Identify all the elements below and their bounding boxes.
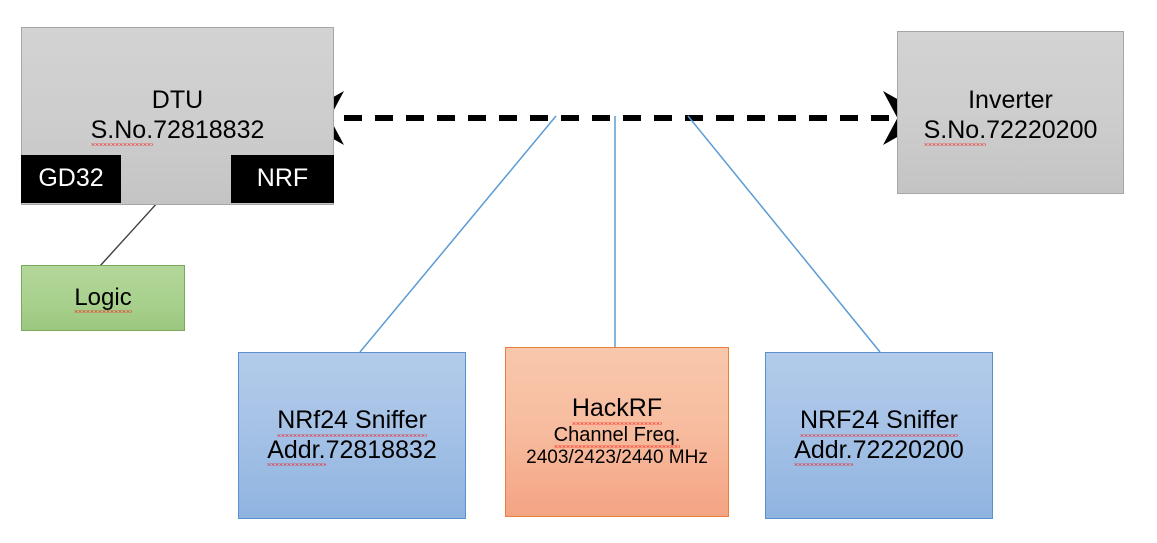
hackrf-channel-label: Channel Freq. <box>553 423 681 448</box>
node-logic[interactable]: Logic <box>21 265 185 331</box>
dtu-serial-prefix: S.No. <box>90 115 154 146</box>
sniffer-left-title-text: NRf24 Sniffer <box>277 406 427 436</box>
dtu-serial: S.No. 72818832 <box>90 115 265 146</box>
inverter-serial-value: 72220200 <box>986 115 1098 144</box>
node-sniffer-right[interactable]: NRF24 Sniffer Addr. 72220200 <box>765 352 993 519</box>
node-sniffer-left[interactable]: NRf24 Sniffer Addr. 72818832 <box>238 352 466 519</box>
sniffer-left-to-rf-link <box>359 115 557 353</box>
sniffer-right-title: NRF24 Sniffer <box>800 406 958 436</box>
dtu-title: DTU <box>151 86 204 114</box>
hackrf-channel-label-text: Channel Freq. <box>553 423 681 448</box>
sniffer-left-address-prefix: Addr. <box>267 435 326 466</box>
hackrf-title: HackRF <box>571 394 663 425</box>
sniffer-right-address: Addr. 72220200 <box>794 436 964 466</box>
sniffer-right-address-value: 72220200 <box>852 435 964 464</box>
node-inverter[interactable]: Inverter S.No. 72220200 <box>897 31 1124 194</box>
inverter-serial-prefix: S.No. <box>923 115 987 146</box>
node-hackrf[interactable]: HackRF Channel Freq. 2403/2423/2440 MHz <box>505 347 729 517</box>
logic-label: Logic <box>74 283 133 314</box>
node-gd32[interactable]: GD32 <box>21 155 121 203</box>
dtu-serial-value: 72818832 <box>153 115 265 144</box>
sniffer-right-to-rf-link <box>687 115 881 353</box>
sniffer-left-address-value: 72818832 <box>325 435 437 464</box>
nrf-label: NRF <box>256 164 309 193</box>
sniffer-right-title-text: NRF24 Sniffer <box>800 406 958 436</box>
node-nrf[interactable]: NRF <box>231 155 334 203</box>
sniffer-left-address: Addr. 72818832 <box>267 436 437 466</box>
sniffer-right-address-prefix: Addr. <box>794 435 853 466</box>
hackrf-frequencies: 2403/2423/2440 MHz <box>526 447 708 469</box>
sniffer-left-title: NRf24 Sniffer <box>277 406 427 436</box>
inverter-serial: S.No. 72220200 <box>923 115 1098 146</box>
inverter-title: Inverter <box>968 86 1053 114</box>
gd32-label: GD32 <box>38 164 104 193</box>
hackrf-title-text: HackRF <box>571 394 663 425</box>
